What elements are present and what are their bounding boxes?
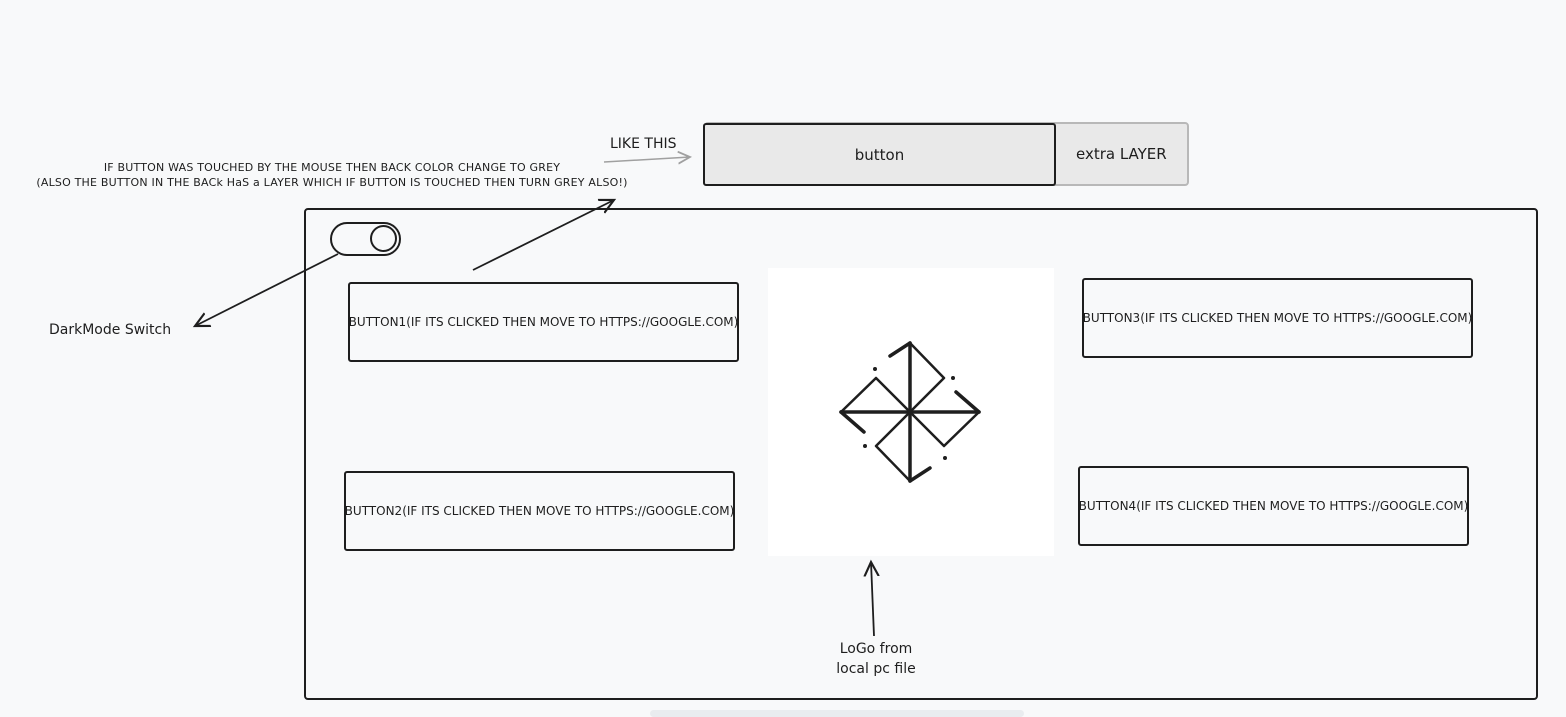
- logo-caption-line1: LoGo from: [839, 641, 913, 657]
- like-this-label: LIKE THIS: [610, 136, 677, 152]
- button2-label: BUTTON2(IF ITS CLICKED THEN MOVE TO HTTP…: [344, 504, 735, 518]
- button3-label: BUTTON3(IF ITS CLICKED THEN MOVE TO HTTP…: [1082, 311, 1473, 325]
- bottom-scrollbar[interactable]: [650, 710, 1024, 717]
- hover-note-line2: (ALSO THE BUTTON IN THE BACk HaS a LAYER…: [36, 176, 628, 189]
- extra-layer-label: extra LAYER: [1076, 145, 1167, 163]
- button2[interactable]: BUTTON2(IF ITS CLICKED THEN MOVE TO HTTP…: [344, 471, 735, 551]
- hover-behavior-note: IF BUTTON WAS TOUCHED BY THE MOUSE THEN …: [22, 160, 642, 190]
- logo-caption: LoGo from local pc file: [826, 639, 926, 679]
- logo-box: [768, 268, 1054, 556]
- example-hover-button[interactable]: button: [703, 123, 1056, 186]
- button1[interactable]: BUTTON1(IF ITS CLICKED THEN MOVE TO HTTP…: [348, 282, 739, 362]
- button1-label: BUTTON1(IF ITS CLICKED THEN MOVE TO HTTP…: [348, 315, 739, 329]
- example-button-label: button: [854, 145, 905, 164]
- hover-note-line1: IF BUTTON WAS TOUCHED BY THE MOUSE THEN …: [103, 161, 561, 174]
- pinwheel-logo-icon: [839, 341, 981, 483]
- button3[interactable]: BUTTON3(IF ITS CLICKED THEN MOVE TO HTTP…: [1082, 278, 1473, 358]
- logo-caption-line2: local pc file: [836, 661, 916, 677]
- main-frame: [304, 208, 1538, 700]
- button4[interactable]: BUTTON4(IF ITS CLICKED THEN MOVE TO HTTP…: [1078, 466, 1469, 546]
- dark-mode-toggle[interactable]: [330, 222, 401, 256]
- dark-mode-label: DarkMode Switch: [49, 322, 172, 338]
- button4-label: BUTTON4(IF ITS CLICKED THEN MOVE TO HTTP…: [1078, 499, 1469, 513]
- toggle-knob: [370, 225, 397, 252]
